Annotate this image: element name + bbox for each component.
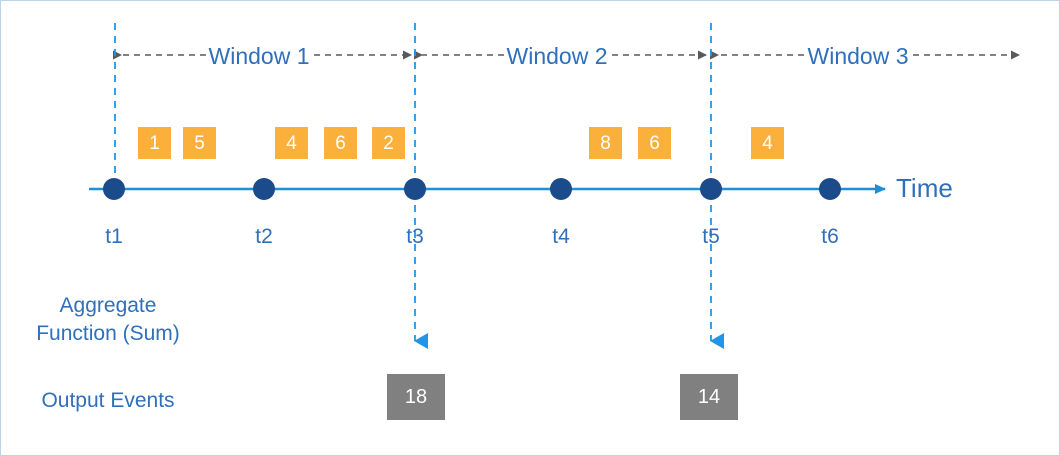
input-event-box: 1 (138, 127, 171, 159)
time-axis-label: Time (896, 173, 953, 203)
aggregate-function-label: Aggregate Function (Sum) (36, 294, 180, 345)
input-event-box: 2 (372, 127, 405, 159)
timeline-dot-t5 (700, 178, 722, 200)
input-event-box: 5 (183, 127, 216, 159)
window-1-label: Window 1 (208, 43, 310, 69)
tick-label-t4: t4 (552, 225, 570, 248)
tick-label-t6: t6 (821, 225, 839, 248)
input-event-box: 4 (751, 127, 784, 159)
output-event-box: 14 (680, 374, 738, 420)
output-events-label: Output Events (41, 389, 175, 412)
tick-label-t2: t2 (255, 225, 273, 248)
timeline-dot-t2 (253, 178, 275, 200)
window-3-label: Window 3 (807, 43, 909, 69)
timeline-dot-t3 (404, 178, 426, 200)
input-event-box: 6 (638, 127, 671, 159)
tick-label-t3: t3 (406, 225, 424, 248)
timeline-dot-t1 (103, 178, 125, 200)
window-2-label: Window 2 (506, 43, 608, 69)
input-event-box: 6 (324, 127, 357, 159)
tick-label-t1: t1 (105, 225, 123, 248)
timeline-dot-t4 (550, 178, 572, 200)
input-event-box: 4 (275, 127, 308, 159)
input-event-box: 8 (589, 127, 622, 159)
tick-label-t5: t5 (702, 225, 720, 248)
output-event-box: 18 (387, 374, 445, 420)
timeline-dot-t6 (819, 178, 841, 200)
